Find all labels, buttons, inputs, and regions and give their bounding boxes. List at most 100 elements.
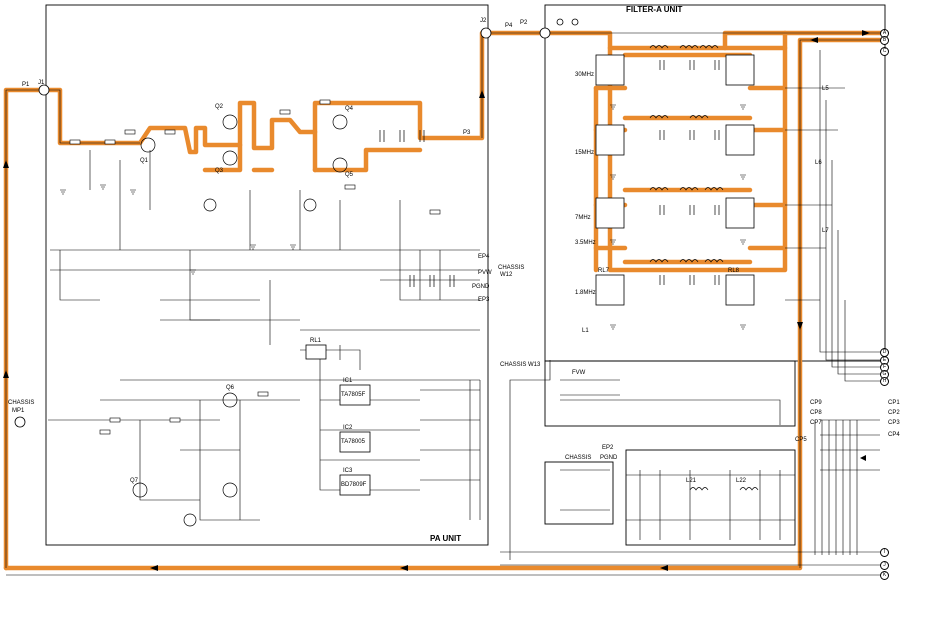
label-band-7: 7MHz <box>575 215 591 221</box>
connector-p2: P2 <box>520 20 528 26</box>
transistor-q3 <box>222 150 238 166</box>
ic3-box <box>339 474 371 496</box>
label-band-1-8: 1.8MHz <box>575 290 596 296</box>
transistor-q5 <box>332 157 348 173</box>
cp-label-9: CP9 <box>810 400 822 406</box>
coax-mp1 <box>14 416 26 428</box>
label-q1: Q1 <box>140 158 149 164</box>
coax-connectors <box>14 18 579 428</box>
filter-unit-title: FILTER-A UNIT <box>626 5 683 14</box>
connector-w12: W12 <box>500 272 513 278</box>
cp-label-3: CP3 <box>888 420 900 426</box>
cp-label-1: CP1 <box>888 400 900 406</box>
relay-rl12 <box>725 197 755 229</box>
label-l21: L21 <box>686 478 697 484</box>
transistor-q9 <box>203 198 217 212</box>
signal-arrows <box>3 30 870 571</box>
relay-rl9 <box>595 124 625 156</box>
connector-j2: J2 <box>480 18 487 24</box>
transistor-q10 <box>303 198 317 212</box>
cp-label-5: CP5 <box>795 437 807 443</box>
label-ic1-part: TA7805F <box>341 392 366 398</box>
terminal-h: H <box>880 377 889 386</box>
filter-inductors <box>649 45 759 491</box>
connector-chassis-2: CHASSIS <box>498 265 525 271</box>
connector-mp1: MP1 <box>12 408 25 414</box>
relay-rl11 <box>595 197 625 229</box>
connector-fvw: FVW <box>572 370 586 376</box>
label-band-30: 30MHz <box>575 72 595 78</box>
ground-symbols <box>60 104 746 330</box>
transistors <box>132 114 348 527</box>
resistors <box>69 99 441 435</box>
relay-rl8 <box>725 274 755 306</box>
label-q2: Q2 <box>215 104 224 110</box>
chassis-switch-box <box>544 461 614 525</box>
connector-chassis-3: CHASSIS <box>500 362 527 368</box>
label-ic3-part: BD7809F <box>341 482 367 488</box>
coax-cp1 <box>556 18 564 26</box>
ic2-box <box>339 431 371 453</box>
connector-pgnd-2: PGND <box>600 455 618 461</box>
label-rl7: RL7 <box>598 268 610 274</box>
transistor-q8 <box>222 482 238 498</box>
transistor-q6 <box>222 392 238 408</box>
coax-j1 <box>38 84 50 96</box>
connector-ep4: EP4 <box>478 254 490 260</box>
label-q3: Q3 <box>215 168 224 174</box>
label-ic3: IC3 <box>343 468 353 474</box>
connector-j1: J1 <box>38 80 45 86</box>
unit-borders <box>45 4 886 546</box>
label-ic1: IC1 <box>343 378 353 384</box>
connector-ep2: EP2 <box>602 445 614 451</box>
relay-rl13 <box>595 54 625 86</box>
connector-pgnd: PGND <box>472 284 490 290</box>
cp-label-8: CP8 <box>810 410 822 416</box>
cp-label-2: CP2 <box>888 410 900 416</box>
transistor-q11 <box>183 513 197 527</box>
label-q4: Q4 <box>345 106 354 112</box>
ic1-box <box>339 384 371 406</box>
terminal-b: B <box>880 36 889 45</box>
label-l7: L7 <box>822 228 829 234</box>
terminal-j: J <box>880 561 889 570</box>
pa-unit-border <box>45 4 489 546</box>
ic-blocks <box>305 344 371 496</box>
terminal-c: C <box>880 47 889 56</box>
connector-ep3: EP3 <box>478 297 490 303</box>
relay-rl14 <box>725 54 755 86</box>
relay-rl1-pa <box>305 344 327 360</box>
pa-unit-title: PA UNIT <box>430 534 462 543</box>
coax-cp2 <box>571 18 579 26</box>
coax-j3 <box>539 27 551 39</box>
lpf-box <box>625 449 796 546</box>
label-q7: Q7 <box>130 478 139 484</box>
filter-lower-border <box>544 360 796 427</box>
filter-relays <box>595 54 755 306</box>
connector-p4: P4 <box>505 23 513 29</box>
transistor-q2 <box>222 114 238 130</box>
connector-chassis-4: CHASSIS <box>565 455 592 461</box>
label-ic2: IC2 <box>343 425 353 431</box>
coax-j2 <box>480 27 492 39</box>
connector-w13: W13 <box>528 362 541 368</box>
connector-p3: P3 <box>463 130 471 136</box>
cp-label-7: CP7 <box>810 420 822 426</box>
capacitors <box>379 60 720 287</box>
terminal-k: K <box>880 571 889 580</box>
label-q5: Q5 <box>345 172 354 178</box>
label-rl1: RL1 <box>310 338 322 344</box>
cp-label-4: CP4 <box>888 432 900 438</box>
label-ic2-part: TA78005 <box>341 439 365 445</box>
transistor-q1 <box>140 137 156 153</box>
transistor-q7 <box>132 482 148 498</box>
relay-rl7 <box>595 274 625 306</box>
label-q6: Q6 <box>226 385 235 391</box>
relay-rl10 <box>725 124 755 156</box>
connector-chassis-1: CHASSIS <box>8 400 35 406</box>
label-rl8: RL8 <box>728 268 740 274</box>
terminal-i: I <box>880 548 889 557</box>
connector-p1: P1 <box>22 82 30 88</box>
label-band-3-5: 3.5MHz <box>575 240 596 246</box>
